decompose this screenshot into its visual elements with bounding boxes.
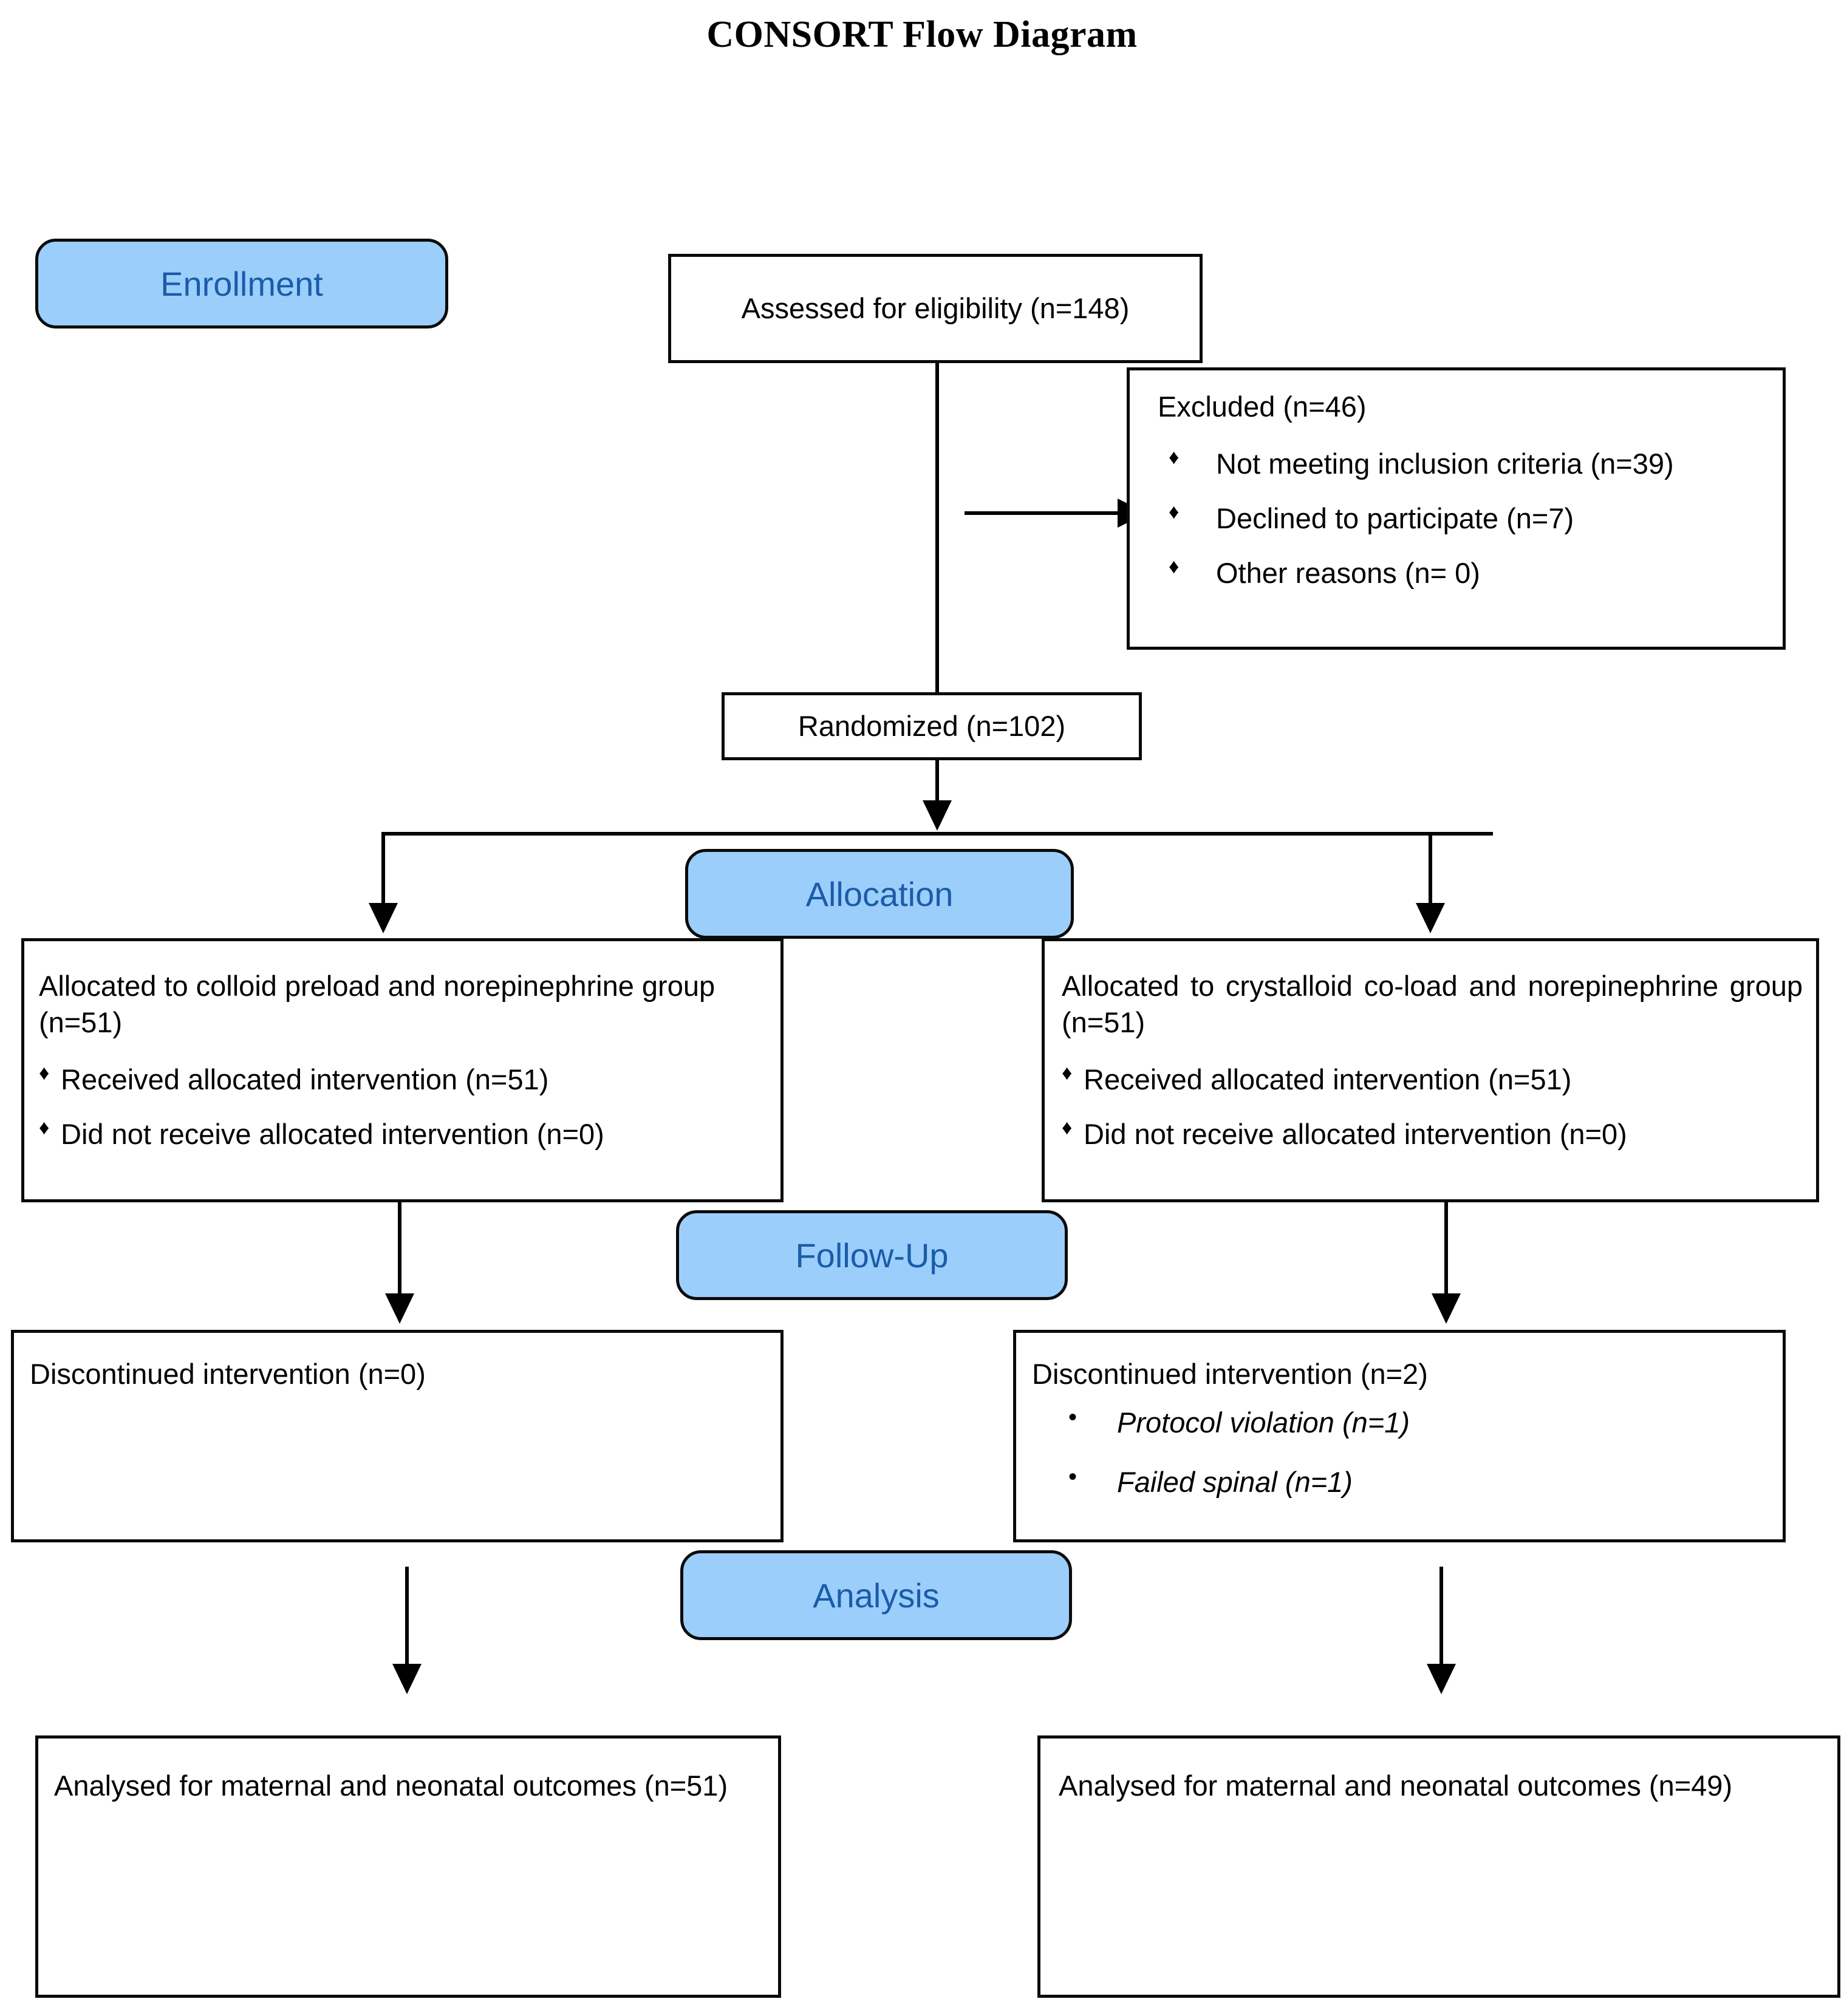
connector-right-followup-to-analysis [1439,1567,1443,1667]
diamond-bullet-icon: ♦ [1062,1116,1073,1140]
stage-pill-allocation[interactable]: Allocation [685,849,1074,939]
arrowhead-left-analysis [392,1664,422,1694]
list-item: ♦ Did not receive allocated intervention… [1062,1116,1803,1153]
excluded-reason-text: Other reasons (n= 0) [1216,557,1480,590]
discontinued-right-item-text: Failed spinal (n=1) [1117,1466,1353,1499]
excluded-reason-text: Declined to participate (n=7) [1216,502,1574,535]
box-randomized: Randomized (n=102) [722,692,1142,760]
connector-right-alloc-to-followup [1444,1202,1448,1296]
allocated-right-item-text: Received allocated intervention (n=51) [1084,1063,1572,1096]
stage-pill-followup[interactable]: Follow-Up [676,1210,1068,1300]
arrowhead-randomized-split [923,800,952,831]
list-item: ♦ Other reasons (n= 0) [1158,555,1767,591]
diamond-bullet-icon: ♦ [1169,555,1180,579]
box-excluded: Excluded (n=46) ♦ Not meeting inclusion … [1127,367,1786,650]
list-item: ♦ Received allocated intervention (n=51) [1062,1061,1803,1098]
list-item: • Protocol violation (n=1) [1032,1404,1769,1441]
box-allocated-right: Allocated to crystalloid co-load and nor… [1042,938,1819,1202]
excluded-heading: Excluded (n=46) [1158,390,1367,423]
list-item: • Failed spinal (n=1) [1032,1463,1769,1500]
arrowhead-right-allocation [1416,903,1445,933]
randomized-text: Randomized (n=102) [797,709,1066,742]
box-analysed-left: Analysed for maternal and neonatal outco… [35,1735,781,1998]
connector-to-excluded [965,511,1147,515]
arrowhead-left-allocation [369,903,398,933]
allocated-right-list: ♦ Received allocated intervention (n=51)… [1062,1061,1803,1153]
connector-allocation-split-bar [381,832,1493,836]
allocated-left-item-text: Did not receive allocated intervention (… [61,1118,604,1151]
discontinued-right-list: • Protocol violation (n=1) • Failed spin… [1032,1404,1769,1500]
arrowhead-right-followup [1432,1293,1461,1324]
stage-label-allocation: Allocation [805,874,954,913]
connector-left-followup-to-analysis [405,1567,409,1667]
diamond-bullet-icon: ♦ [1169,500,1180,524]
box-analysed-right: Analysed for maternal and neonatal outco… [1037,1735,1840,1998]
analysed-left-text: Analysed for maternal and neonatal outco… [54,1769,728,1802]
excluded-reason-list: ♦ Not meeting inclusion criteria (n=39) … [1158,446,1767,591]
discontinued-right-item-text: Protocol violation (n=1) [1117,1406,1410,1439]
list-item: ♦ Not meeting inclusion criteria (n=39) [1158,446,1767,482]
diamond-bullet-icon: ♦ [1169,446,1180,469]
connector-assessed-to-randomized [935,363,939,695]
allocated-left-heading: Allocated to colloid preload and norepin… [39,970,715,1039]
arrowhead-right-analysis [1427,1664,1456,1694]
connector-split-left [381,832,385,906]
connector-left-alloc-to-followup [398,1202,401,1296]
round-bullet-icon: • [1068,1463,1077,1491]
assessed-text: Assessed for eligibility (n=148) [741,291,1130,324]
allocated-right-heading: Allocated to crystalloid co-load and nor… [1062,970,1803,1039]
analysed-right-text: Analysed for maternal and neonatal outco… [1059,1769,1733,1802]
allocated-right-item-text: Did not receive allocated intervention (… [1084,1118,1627,1151]
allocated-left-item-text: Received allocated intervention (n=51) [61,1063,549,1096]
page-title: CONSORT Flow Diagram [706,14,1138,55]
list-item: ♦ Declined to participate (n=7) [1158,500,1767,537]
stage-pill-analysis[interactable]: Analysis [680,1550,1072,1640]
box-assessed-for-eligibility: Assessed for eligibility (n=148) [668,254,1203,363]
stage-label-enrollment: Enrollment [160,264,323,303]
allocated-left-list: ♦ Received allocated intervention (n=51)… [39,1061,767,1153]
round-bullet-icon: • [1068,1404,1077,1431]
list-item: ♦ Did not receive allocated intervention… [39,1116,767,1153]
list-item: ♦ Received allocated intervention (n=51) [39,1061,767,1098]
connector-randomized-down [935,760,939,804]
excluded-reason-text: Not meeting inclusion criteria (n=39) [1216,448,1674,480]
arrowhead-left-followup [385,1293,414,1324]
diamond-bullet-icon: ♦ [39,1116,50,1140]
box-discontinued-right: Discontinued intervention (n=2) • Protoc… [1013,1330,1786,1542]
box-allocated-left: Allocated to colloid preload and norepin… [21,938,784,1202]
stage-label-followup: Follow-Up [795,1236,949,1275]
box-discontinued-left: Discontinued intervention (n=0) [11,1330,784,1542]
connector-split-right [1429,832,1432,906]
discontinued-left-heading: Discontinued intervention (n=0) [30,1358,426,1390]
diamond-bullet-icon: ♦ [39,1061,50,1085]
diamond-bullet-icon: ♦ [1062,1061,1073,1085]
stage-pill-enrollment[interactable]: Enrollment [35,239,448,329]
discontinued-right-heading: Discontinued intervention (n=2) [1032,1358,1428,1390]
stage-label-analysis: Analysis [813,1576,940,1615]
